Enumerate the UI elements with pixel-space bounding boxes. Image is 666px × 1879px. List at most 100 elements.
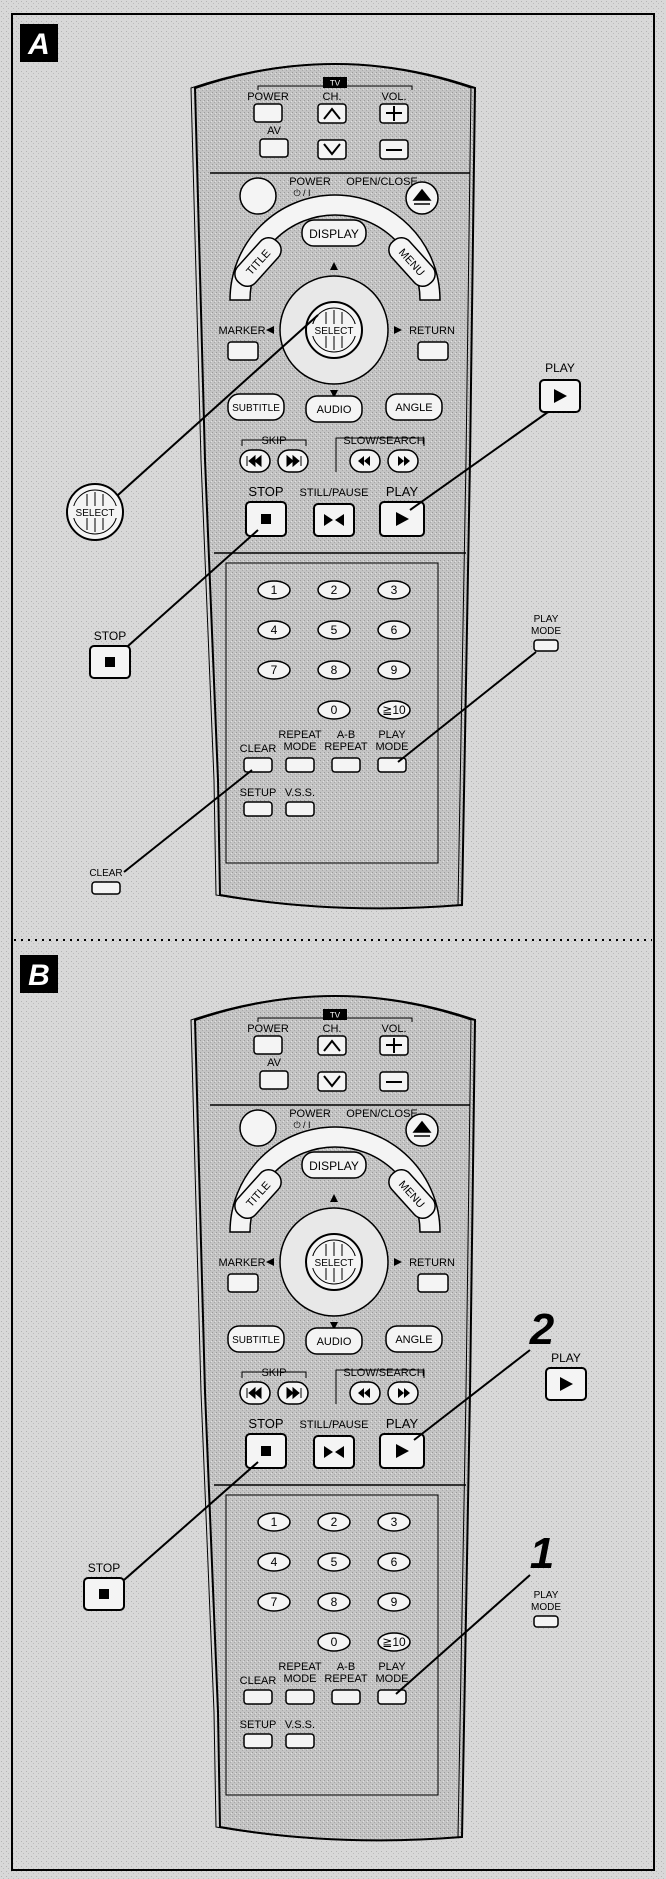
vss-label: V.S.S. [285, 1719, 315, 1731]
digit-label-7: 7 [271, 1595, 278, 1609]
stop-icon [105, 657, 115, 667]
ab-repeat-button[interactable] [332, 758, 360, 772]
remote-control-b: TV POWER CH. VOL. AV POWER ⏻ / I OPEN/CL… [191, 996, 475, 1840]
play-callout-label-b: PLAY [551, 1351, 581, 1365]
marker-button[interactable] [228, 342, 258, 360]
skip-label: SKIP [261, 435, 286, 447]
play-mode-label-line2: MODE [376, 1673, 409, 1685]
digit-label-1: 1 [271, 1515, 278, 1529]
return-label: RETURN [409, 325, 455, 337]
clear-button[interactable] [244, 1690, 272, 1704]
vss-button[interactable] [286, 1734, 314, 1748]
ab-repeat-button[interactable] [332, 1690, 360, 1704]
play-mode-button[interactable] [378, 1690, 406, 1704]
panel-label-b: B [20, 955, 58, 993]
panel-label-a: A [20, 24, 58, 62]
open-close-label: OPEN/CLOSE [346, 1108, 418, 1120]
repeat-mode-button[interactable] [286, 1690, 314, 1704]
av-button[interactable] [260, 1071, 288, 1089]
ab-repeat-label-line1: A-B [337, 729, 355, 741]
digit-label-5: 5 [331, 1555, 338, 1569]
repeat-mode-button[interactable] [286, 758, 314, 772]
digit-label-3: 3 [391, 583, 398, 597]
digit-label-6: 6 [391, 623, 398, 637]
av-button[interactable] [260, 139, 288, 157]
still-pause-button[interactable] [314, 1436, 354, 1468]
ab-repeat-label-line1: A-B [337, 1661, 355, 1673]
digit-label-2: 2 [331, 583, 338, 597]
panel-letter-a: A [27, 28, 50, 61]
digit-label-3: 3 [391, 1515, 398, 1529]
still-pause-button[interactable] [314, 504, 354, 536]
digit-label-8: 8 [331, 663, 338, 677]
panel-letter-b: B [28, 959, 50, 992]
digit-label-1: 1 [271, 583, 278, 597]
ch-up-button[interactable] [318, 104, 346, 123]
digit-label-10plus: ≧10 [382, 703, 406, 717]
play-mode-callout-label-line2: MODE [531, 626, 561, 637]
marker-button[interactable] [228, 1274, 258, 1292]
repeat-mode-label-line1: REPEAT [278, 729, 321, 741]
slow-search-label: SLOW/SEARCH [343, 435, 424, 447]
play-mode-label-line1: PLAY [378, 729, 406, 741]
remote-control-a: TV POWER CH. VOL. AV POWER ⏻ / I OPEN/CL… [191, 64, 475, 908]
ch-down-button[interactable] [318, 140, 346, 159]
setup-button[interactable] [244, 1734, 272, 1748]
vss-label: V.S.S. [285, 787, 315, 799]
display-label: DISPLAY [309, 1159, 359, 1173]
return-button[interactable] [418, 342, 448, 360]
display-label: DISPLAY [309, 227, 359, 241]
tv-power-button[interactable] [254, 104, 282, 122]
audio-label: AUDIO [317, 404, 352, 416]
digit-label-0: 0 [331, 703, 338, 717]
select-label: SELECT [315, 1258, 354, 1269]
play-mode-label-line2: MODE [376, 741, 409, 753]
setup-label: SETUP [240, 787, 277, 799]
angle-label: ANGLE [395, 402, 432, 414]
return-button[interactable] [418, 1274, 448, 1292]
tv-label: TV [330, 79, 341, 88]
main-power-button[interactable] [240, 1110, 276, 1146]
vol-label: VOL. [381, 1023, 406, 1035]
ch-down-button[interactable] [318, 1072, 346, 1091]
ch-label: CH. [323, 1023, 342, 1035]
play-label: PLAY [386, 484, 419, 499]
vol-label: VOL. [381, 91, 406, 103]
marker-label: MARKER [218, 325, 265, 337]
play-mode-label-line1: PLAY [378, 1661, 406, 1673]
play-mode-callout-button [534, 640, 558, 651]
open-close-label: OPEN/CLOSE [346, 176, 418, 188]
clear-label: CLEAR [240, 1675, 277, 1687]
play-mode-callout-label-b-line2: MODE [531, 1602, 561, 1613]
setup-button[interactable] [244, 802, 272, 816]
clear-label: CLEAR [240, 743, 277, 755]
ab-repeat-label-line2: REPEAT [324, 1673, 367, 1685]
tv-power-button[interactable] [254, 1036, 282, 1054]
av-label: AV [267, 1057, 282, 1069]
stop-callout-label: STOP [94, 629, 126, 643]
ch-up-button[interactable] [318, 1036, 346, 1055]
digit-label-2: 2 [331, 1515, 338, 1529]
main-power-label: POWER [289, 1108, 331, 1120]
digit-label-4: 4 [271, 1555, 278, 1569]
return-label: RETURN [409, 1257, 455, 1269]
digit-label-5: 5 [331, 623, 338, 637]
marker-label: MARKER [218, 1257, 265, 1269]
vss-button[interactable] [286, 802, 314, 816]
subtitle-label: SUBTITLE [232, 1335, 280, 1346]
audio-label: AUDIO [317, 1336, 352, 1348]
play-mode-callout-button-b [534, 1616, 558, 1627]
step-number-1: 1 [530, 1529, 554, 1578]
tv-power-label: POWER [247, 91, 289, 103]
stop-icon [261, 1446, 271, 1456]
stop-label: STOP [248, 484, 283, 499]
still-pause-label: STILL/PAUSE [300, 487, 369, 499]
main-power-button[interactable] [240, 178, 276, 214]
stop-icon [261, 514, 271, 524]
digit-label-7: 7 [271, 663, 278, 677]
repeat-mode-label-line2: MODE [284, 1673, 317, 1685]
digit-label-4: 4 [271, 623, 278, 637]
select-label: SELECT [315, 326, 354, 337]
play-callout-label: PLAY [545, 361, 575, 375]
clear-button[interactable] [244, 758, 272, 772]
